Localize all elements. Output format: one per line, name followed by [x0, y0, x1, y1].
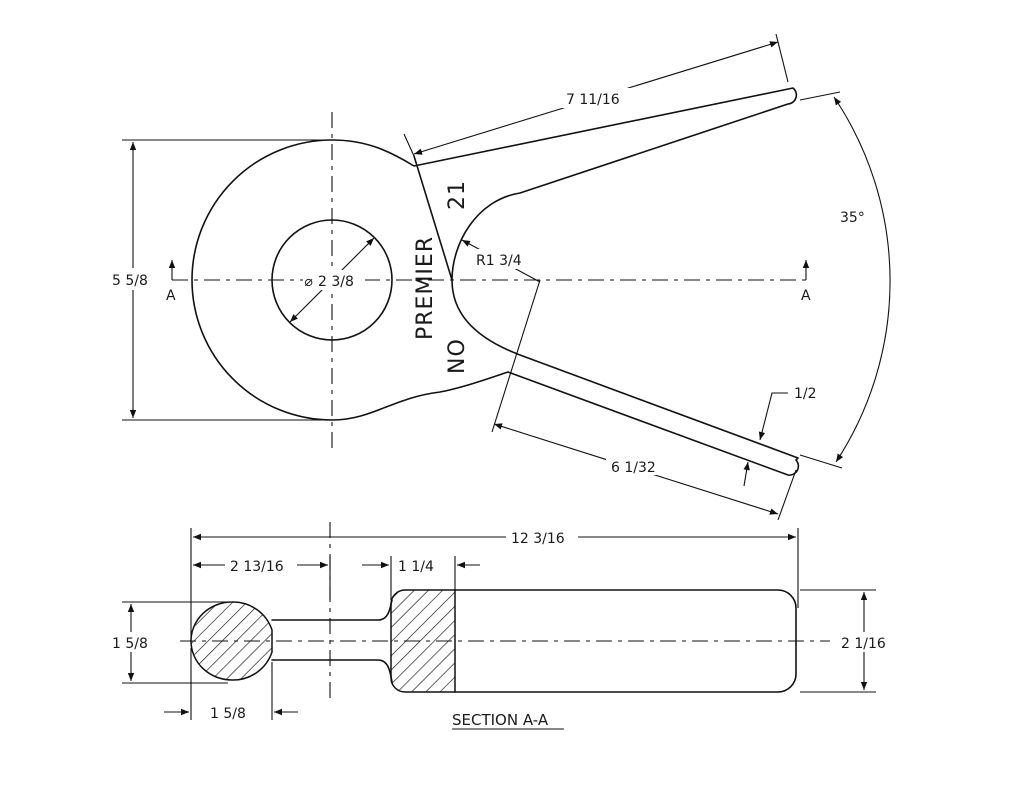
fork-angle-arc [833, 96, 891, 463]
section-marker-right: A [801, 288, 811, 304]
prong-width-label: 1/2 [794, 386, 817, 402]
stamp-no: NO [445, 338, 470, 374]
web-width-label: 1 1/4 [398, 559, 434, 575]
part-outline [191, 87, 800, 476]
section-title: SECTION A-A [452, 711, 549, 729]
neck-outline [271, 599, 393, 683]
prong-thickness-label: 2 1/16 [841, 636, 886, 652]
throat-radius-label: R1 3/4 [476, 253, 522, 269]
section-marker-left: A [166, 288, 176, 304]
fork-angle-label: 35° [840, 210, 865, 226]
transition-edge [413, 155, 453, 281]
stamp-number: 21 [445, 180, 470, 210]
overall-length-label: 12 3/16 [511, 531, 565, 547]
ring-offset-label: 2 13/16 [230, 559, 284, 575]
top-view: A A 5 5/8 ⌀ 2 3/8 7 11/16 35° R1 3/4 [108, 33, 891, 521]
ring-section-hatched [190, 601, 273, 681]
overall-height-label: 5 5/8 [112, 273, 148, 289]
prong-width-leader [758, 392, 788, 441]
diameter-symbol: ⌀ [304, 274, 313, 290]
section-view: 12 3/16 2 13/16 1 1/4 1 5/8 1 5/8 2 1/16… [108, 522, 894, 730]
fork-outer-length-label: 7 11/16 [566, 92, 620, 108]
stamp-premier: PREMIER [413, 236, 438, 340]
ring-thickness-label: 1 5/8 [112, 636, 148, 652]
ring-width-label: 1 5/8 [210, 706, 246, 722]
hole-diameter-label: 2 3/8 [318, 274, 354, 290]
fork-inner-length-label: 6 1/32 [611, 460, 656, 476]
